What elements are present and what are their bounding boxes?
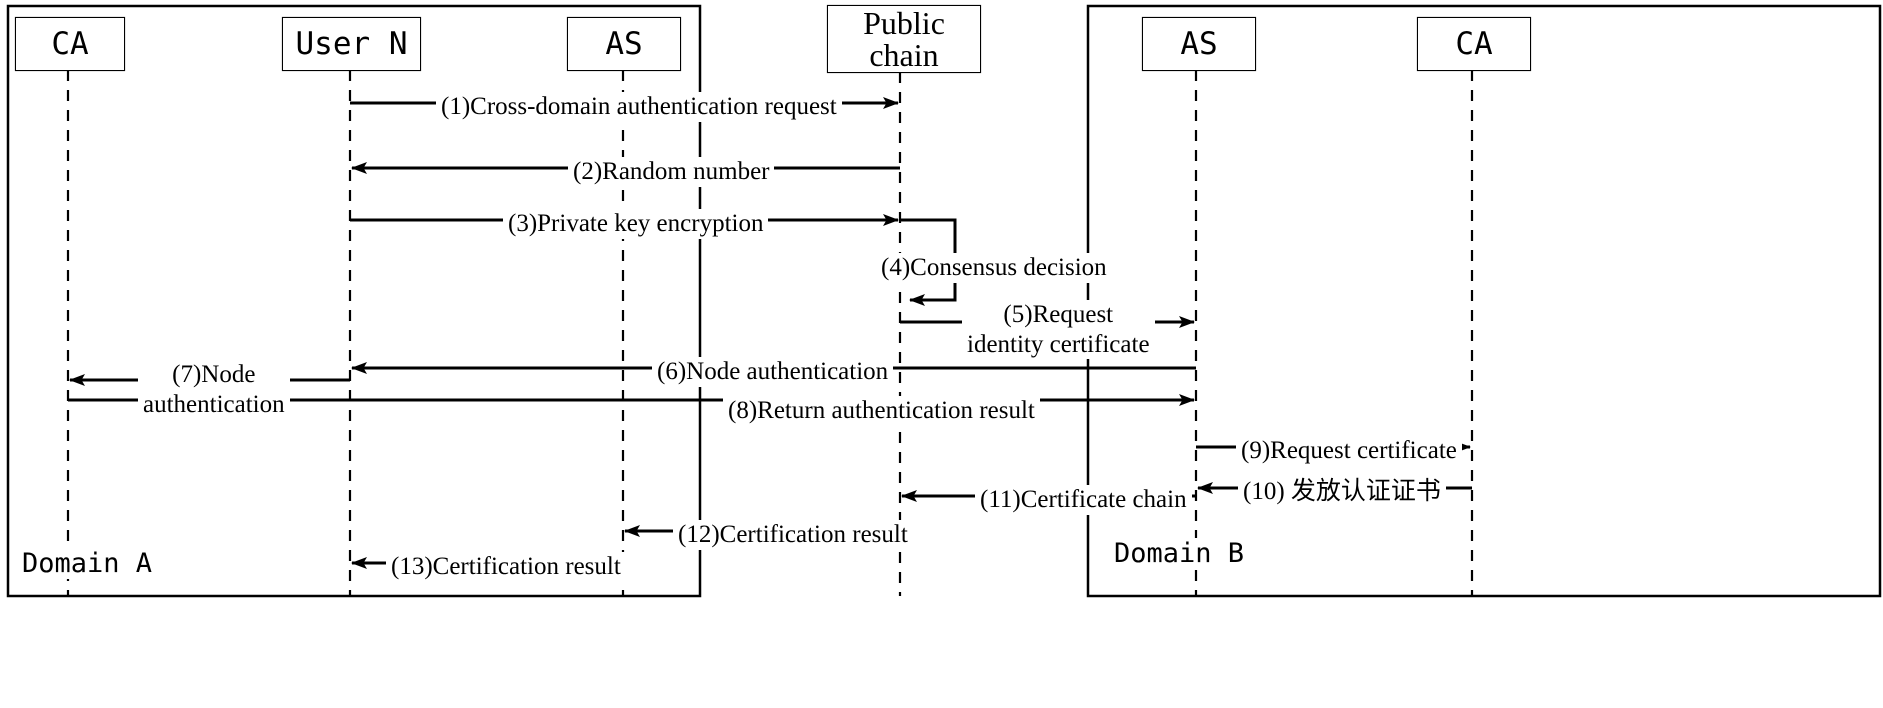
message-label-11: (11)Certificate chain	[975, 485, 1192, 515]
message-label-4: (4)Consensus decision	[876, 253, 1112, 283]
message-label-12: (12)Certification result	[673, 520, 913, 550]
actor-label-ca-b: CA	[1418, 18, 1530, 70]
message-label-2: (2)Random number	[568, 157, 775, 187]
actor-label-ca-a: CA	[16, 18, 124, 70]
message-label-1: (1)Cross-domain authentication request	[436, 92, 842, 122]
domain-frame-domain-a	[6, 4, 702, 598]
actor-label-as-a: AS	[568, 18, 680, 70]
lifelines	[66, 70, 1474, 596]
message-label-10: (10) 发放认证证书	[1238, 477, 1446, 507]
message-label-9: (9)Request certificate	[1236, 436, 1462, 466]
actor-label-as-b: AS	[1143, 18, 1255, 70]
domain-label-domain-a: Domain A	[18, 548, 157, 579]
actor-label-user-n: User N	[283, 18, 420, 70]
message-label-6: (6)Node authentication	[652, 357, 894, 387]
message-label-8: (8)Return authentication result	[723, 396, 1040, 426]
message-label-13: (13)Certification result	[386, 552, 626, 582]
domain-frame-domain-b	[1086, 4, 1882, 598]
actor-boxes	[14, 4, 1532, 74]
message-label-3: (3)Private key encryption	[503, 209, 769, 239]
domain-label-domain-b: Domain B	[1110, 538, 1249, 569]
